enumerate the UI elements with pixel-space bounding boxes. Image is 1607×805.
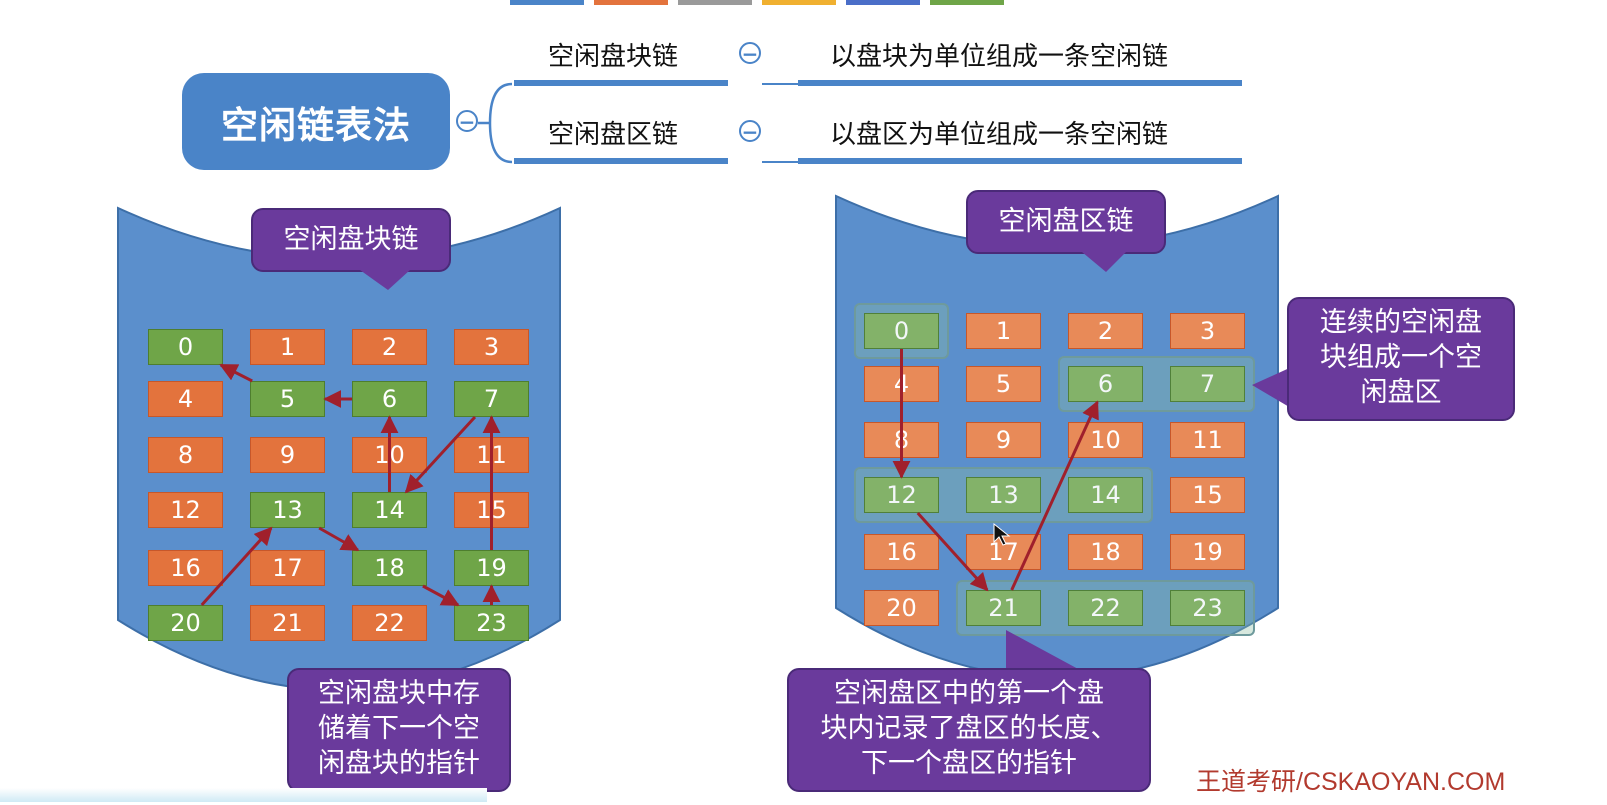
disk-block-21: 21 (966, 590, 1041, 626)
disk-block-23: 23 (454, 605, 529, 641)
disk-block-16: 16 (864, 534, 939, 570)
disk-block-21: 21 (250, 605, 325, 641)
disk-block-12: 12 (148, 492, 223, 528)
disk-block-16: 16 (148, 550, 223, 586)
block-disk-title-pointer (360, 270, 410, 290)
disk-block-14: 14 (1068, 477, 1143, 513)
disk-block-5: 5 (250, 381, 325, 417)
disk-block-9: 9 (966, 422, 1041, 458)
extent-side-note-pointer (1252, 365, 1296, 411)
disk-block-7: 7 (1170, 366, 1245, 402)
extent-side-note-line: 块组成一个空 (1320, 342, 1482, 373)
block-disk-note-line: 储着下一个空 (318, 713, 480, 744)
disk-block-2: 2 (1068, 313, 1143, 349)
branch-block-chain-desc-underline (798, 80, 1242, 86)
disk-block-14: 14 (352, 492, 427, 528)
disk-block-3: 3 (1170, 313, 1245, 349)
disk-block-20: 20 (864, 590, 939, 626)
branch-extent-chain-desc-underline (798, 158, 1242, 164)
extent-note-pointer (1006, 630, 1080, 670)
disk-block-0: 0 (864, 313, 939, 349)
branch-extent-chain-collapse-icon[interactable]: − (739, 120, 761, 142)
block-disk-note-line: 闲盘块的指针 (318, 748, 480, 779)
disk-block-18: 18 (1068, 534, 1143, 570)
disk-block-1: 1 (250, 329, 325, 365)
disk-block-17: 17 (250, 550, 325, 586)
branch-block-chain-collapse-icon[interactable]: − (739, 42, 761, 64)
mindmap-root-node[interactable]: 空闲链表法 (182, 73, 450, 170)
disk-block-23: 23 (1170, 590, 1245, 626)
block-disk-note: 空闲盘块中存 储着下一个空 闲盘块的指针 (287, 668, 511, 792)
extent-disk-note: 空闲盘区中的第一个盘 块内记录了盘区的长度、 下一个盘区的指针 (787, 668, 1151, 792)
disk-block-4: 4 (148, 381, 223, 417)
extent-disk-note-line: 块内记录了盘区的长度、 (820, 713, 1118, 744)
watermark-text: 王道考研/CSKAOYAN.COM (1196, 768, 1506, 796)
disk-block-6: 6 (352, 381, 427, 417)
disk-block-0: 0 (148, 329, 223, 365)
extent-disk-note-line: 下一个盘区的指针 (861, 748, 1077, 779)
disk-block-8: 8 (864, 422, 939, 458)
mouse-cursor-icon (993, 522, 1011, 546)
disk-block-5: 5 (966, 366, 1041, 402)
extent-disk-title-pointer (1082, 252, 1126, 272)
disk-block-11: 11 (1170, 422, 1245, 458)
disk-block-11: 11 (454, 437, 529, 473)
disk-block-13: 13 (250, 492, 325, 528)
branch-extent-chain-underline (514, 158, 728, 164)
disk-block-2: 2 (352, 329, 427, 365)
disk-block-20: 20 (148, 605, 223, 641)
branch-extent-chain-label[interactable]: 空闲盘区链 (548, 120, 679, 150)
disk-block-1: 1 (966, 313, 1041, 349)
disk-block-19: 19 (454, 550, 529, 586)
disk-block-10: 10 (1068, 422, 1143, 458)
top-strip-yellow (762, 0, 836, 5)
disk-block-22: 22 (352, 605, 427, 641)
disk-block-12: 12 (864, 477, 939, 513)
disk-block-22: 22 (1068, 590, 1143, 626)
branch-block-chain-underline (514, 80, 728, 86)
disk-block-18: 18 (352, 550, 427, 586)
disk-block-3: 3 (454, 329, 529, 365)
disk-block-9: 9 (250, 437, 325, 473)
extent-side-note: 连续的空闲盘 块组成一个空 闲盘区 (1287, 297, 1515, 421)
disk-block-19: 19 (1170, 534, 1245, 570)
disk-block-15: 15 (454, 492, 529, 528)
branch-extent-chain-desc[interactable]: 以盘区为单位组成一条空闲链 (830, 120, 1169, 150)
top-strip-blue (510, 0, 584, 5)
disk-block-4: 4 (864, 366, 939, 402)
top-strip-orange (594, 0, 668, 5)
disk-block-6: 6 (1068, 366, 1143, 402)
extent-disk-note-line: 空闲盘区中的第一个盘 (834, 678, 1104, 709)
block-disk-title: 空闲盘块链 (251, 208, 451, 272)
branch-block-chain-desc[interactable]: 以盘块为单位组成一条空闲链 (830, 42, 1169, 72)
block-disk-note-line: 空闲盘块中存 (318, 678, 480, 709)
extent-side-note-line: 连续的空闲盘 (1320, 307, 1482, 338)
disk-block-7: 7 (454, 381, 529, 417)
bottom-edge-strip (0, 788, 487, 802)
extent-disk-title: 空闲盘区链 (966, 190, 1166, 254)
top-strip-green (930, 0, 1004, 5)
disk-block-10: 10 (352, 437, 427, 473)
disk-block-15: 15 (1170, 477, 1245, 513)
root-collapse-icon[interactable]: − (456, 110, 478, 132)
top-strip-navy (846, 0, 920, 5)
branch-block-chain-label[interactable]: 空闲盘块链 (548, 42, 679, 72)
disk-block-13: 13 (966, 477, 1041, 513)
disk-block-8: 8 (148, 437, 223, 473)
extent-side-note-line: 闲盘区 (1360, 377, 1442, 408)
top-strip-gray (678, 0, 752, 5)
